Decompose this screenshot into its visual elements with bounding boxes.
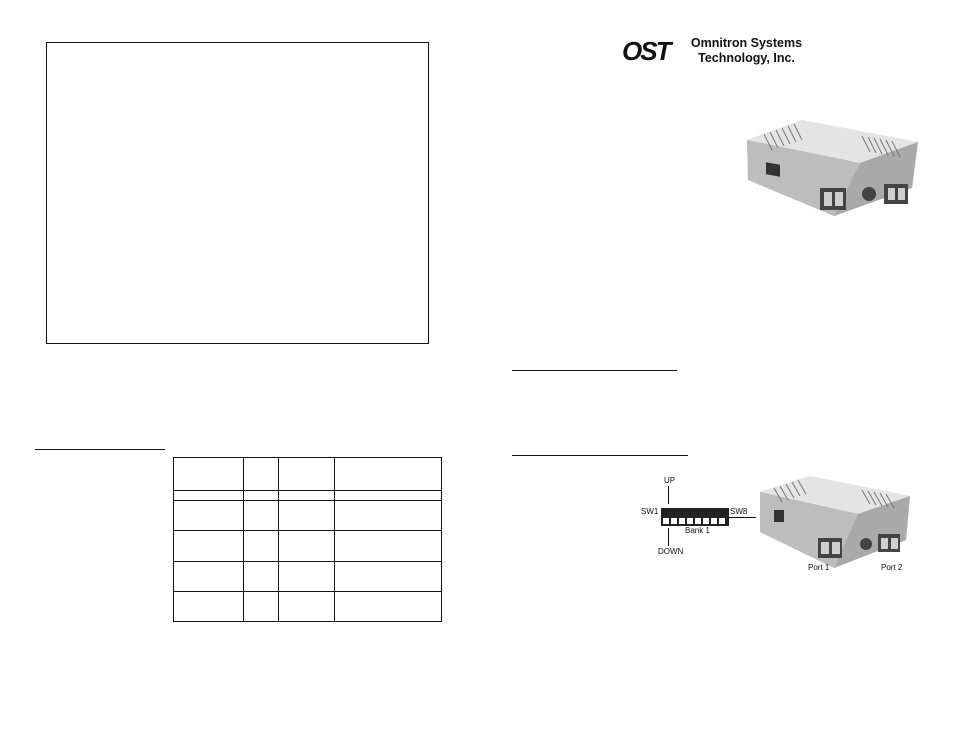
- table-row: [173, 490, 442, 502]
- company-name: Omnitron Systems Technology, Inc.: [684, 36, 809, 66]
- table-row: [173, 590, 442, 623]
- sw8-label: SW8: [730, 507, 748, 516]
- down-label: DOWN: [658, 547, 684, 556]
- dip-switch-bank: [661, 508, 729, 526]
- section-rule-left: [35, 449, 165, 450]
- pointer-line: [729, 517, 756, 518]
- product-photo-bottom: [760, 476, 910, 568]
- spec-table: [173, 456, 442, 623]
- port2-label: Port 2: [881, 563, 903, 572]
- company-logo: OST Omnitron Systems Technology, Inc.: [622, 35, 822, 69]
- up-line: [668, 486, 669, 504]
- table-row: [173, 530, 442, 562]
- company-name-line2: Technology, Inc.: [698, 51, 795, 65]
- table-row: [173, 500, 442, 532]
- section-rule-right-2: [512, 455, 688, 456]
- product-photo-top: [747, 120, 918, 216]
- ost-logo-mark: OST: [622, 36, 671, 66]
- bank-label: Bank 1: [685, 526, 710, 535]
- port1-label: Port 1: [808, 563, 830, 572]
- company-name-line1: Omnitron Systems: [690, 36, 803, 50]
- dip-switch-diagram: UP SW1 SW8 Bank 1 DOWN: [636, 474, 756, 560]
- up-label: UP: [664, 476, 676, 485]
- table-header-row: [173, 456, 442, 492]
- table-row: [173, 560, 442, 592]
- section-rule-right-1: [512, 370, 677, 371]
- sw1-label: SW1: [641, 507, 659, 516]
- content-frame: [46, 42, 429, 344]
- down-line: [668, 528, 669, 546]
